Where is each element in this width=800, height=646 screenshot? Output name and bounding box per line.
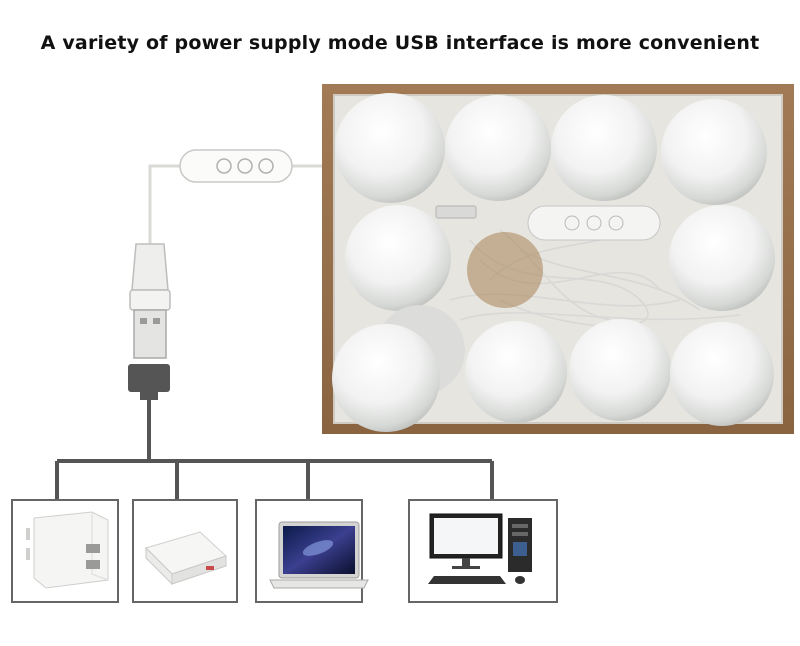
bulb-box — [322, 84, 794, 434]
distribution-lines — [55, 400, 494, 500]
device-box-laptop — [255, 499, 369, 603]
headline: A variety of power supply mode USB inter… — [40, 32, 760, 54]
device-box-desktop-computer — [408, 499, 558, 603]
usb-cable — [148, 164, 322, 244]
power-bank-icon — [145, 531, 227, 586]
desktop-computer-icon — [428, 513, 532, 584]
usb-adapter-connector — [128, 364, 170, 400]
device-box-usb-wall-charger — [11, 499, 119, 603]
inline-controller — [179, 149, 293, 183]
usb-plug — [129, 243, 171, 359]
device-box-power-bank — [132, 499, 238, 603]
laptop-icon — [269, 521, 369, 589]
in-box-controller — [527, 205, 661, 241]
wall-charger-icon — [26, 511, 109, 589]
